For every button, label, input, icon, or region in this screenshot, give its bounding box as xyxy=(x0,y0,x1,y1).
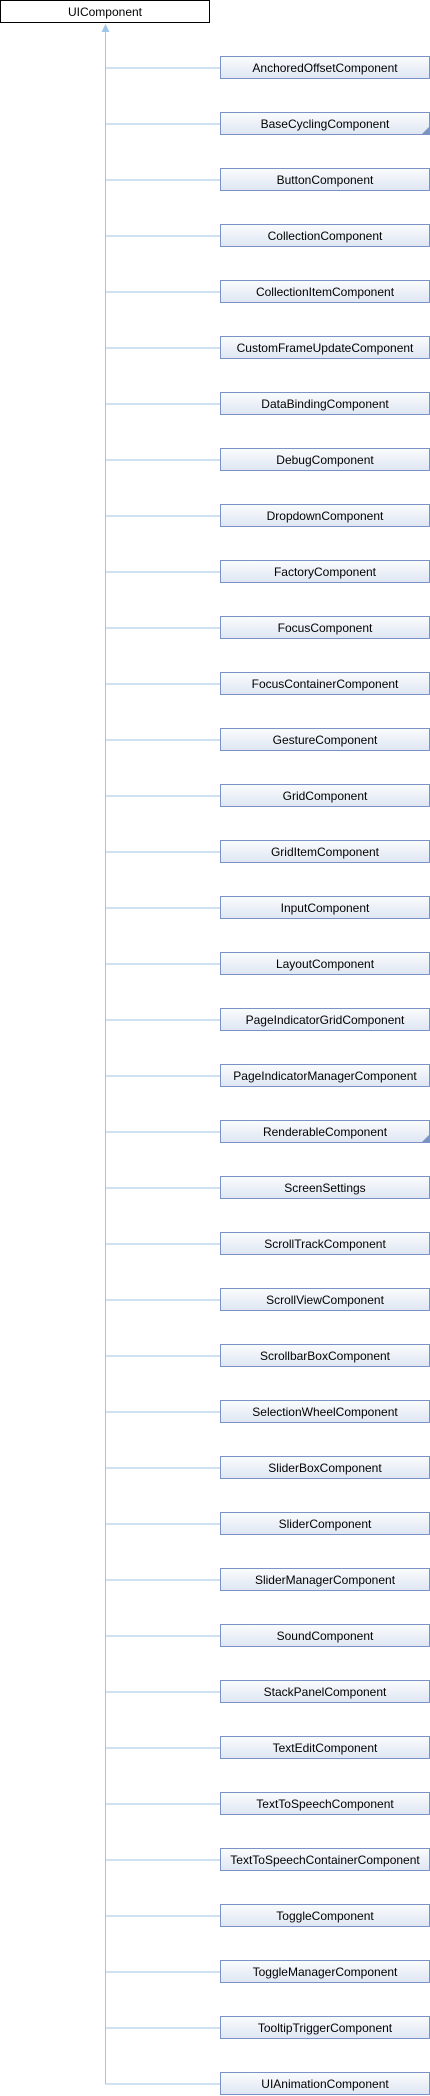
child-class-node[interactable]: FocusComponent xyxy=(220,616,430,639)
child-class-node[interactable]: SliderComponent xyxy=(220,1512,430,1535)
child-class-node[interactable]: SliderBoxComponent xyxy=(220,1456,430,1479)
child-class-node[interactable]: DebugComponent xyxy=(220,448,430,471)
child-class-node[interactable]: GridItemComponent xyxy=(220,840,430,863)
child-class-node[interactable]: TextToSpeechComponent xyxy=(220,1792,430,1815)
child-class-node[interactable]: UIAnimationComponent xyxy=(220,2072,430,2095)
child-class-node[interactable]: PageIndicatorGridComponent xyxy=(220,1008,430,1031)
child-class-node[interactable]: StackPanelComponent xyxy=(220,1680,430,1703)
root-class-node[interactable]: UIComponent xyxy=(0,0,210,23)
inheritance-arrow-icon xyxy=(101,24,110,32)
child-class-node[interactable]: CollectionComponent xyxy=(220,224,430,247)
child-class-node[interactable]: ScrollbarBoxComponent xyxy=(220,1344,430,1367)
child-class-node[interactable]: AnchoredOffsetComponent xyxy=(220,56,430,79)
child-class-node[interactable]: GridComponent xyxy=(220,784,430,807)
child-class-node[interactable]: FocusContainerComponent xyxy=(220,672,430,695)
child-class-node[interactable]: LayoutComponent xyxy=(220,952,430,975)
child-class-node[interactable]: ScrollViewComponent xyxy=(220,1288,430,1311)
child-class-node[interactable]: DataBindingComponent xyxy=(220,392,430,415)
child-class-node[interactable]: ToggleManagerComponent xyxy=(220,1960,430,1983)
child-class-node[interactable]: ScreenSettings xyxy=(220,1176,430,1199)
child-class-node[interactable]: TooltipTriggerComponent xyxy=(220,2016,430,2039)
child-class-node[interactable]: ButtonComponent xyxy=(220,168,430,191)
child-class-node[interactable]: FactoryComponent xyxy=(220,560,430,583)
more-children-marker-icon xyxy=(422,127,429,134)
child-class-node[interactable]: CustomFrameUpdateComponent xyxy=(220,336,430,359)
child-class-node[interactable]: RenderableComponent xyxy=(220,1120,430,1143)
child-class-node[interactable]: CollectionItemComponent xyxy=(220,280,430,303)
child-class-node[interactable]: GestureComponent xyxy=(220,728,430,751)
child-class-node[interactable]: PageIndicatorManagerComponent xyxy=(220,1064,430,1087)
child-class-node[interactable]: TextEditComponent xyxy=(220,1736,430,1759)
child-class-node[interactable]: TextToSpeechContainerComponent xyxy=(220,1848,430,1871)
child-class-node[interactable]: SoundComponent xyxy=(220,1624,430,1647)
child-class-node[interactable]: ToggleComponent xyxy=(220,1904,430,1927)
child-class-node[interactable]: InputComponent xyxy=(220,896,430,919)
child-class-node[interactable]: ScrollTrackComponent xyxy=(220,1232,430,1255)
child-class-node[interactable]: BaseCyclingComponent xyxy=(220,112,430,135)
child-class-node[interactable]: DropdownComponent xyxy=(220,504,430,527)
child-class-node[interactable]: SelectionWheelComponent xyxy=(220,1400,430,1423)
more-children-marker-icon xyxy=(422,1135,429,1142)
child-class-node[interactable]: SliderManagerComponent xyxy=(220,1568,430,1591)
